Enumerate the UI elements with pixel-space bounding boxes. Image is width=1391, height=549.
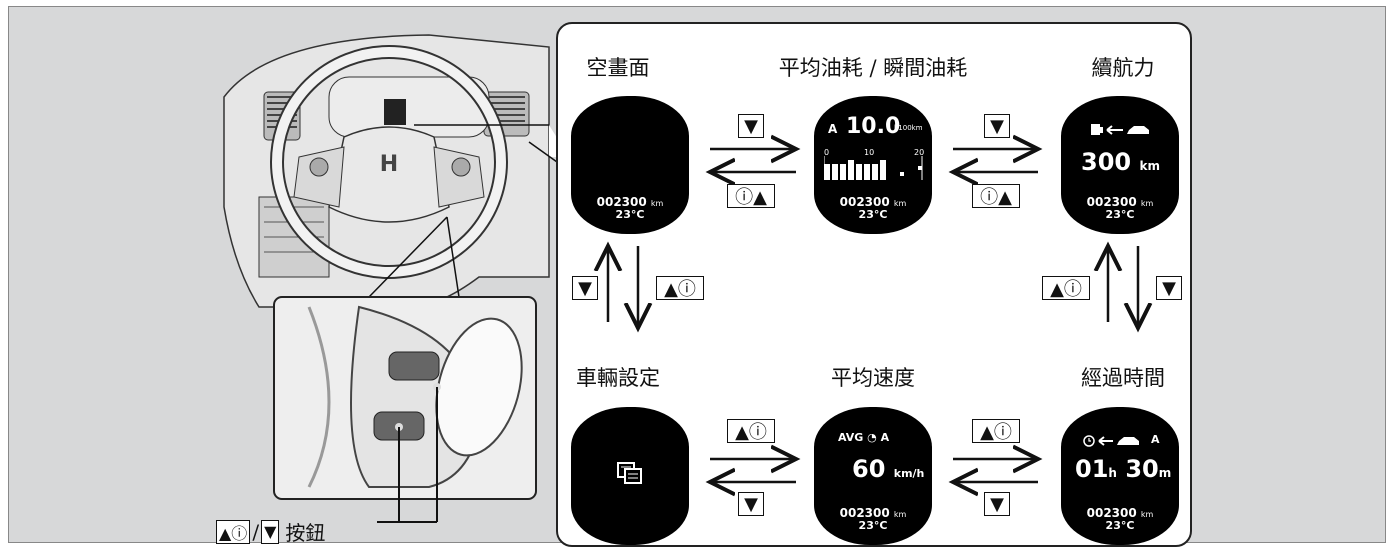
speedometer-icon: ◔ [867,431,877,444]
elapsed-mode: A [1151,433,1160,446]
button-down-top-right: ▼ [984,114,1010,138]
button-info-up-top-left: ⓘ▲ [727,184,775,208]
callout-text: 按鈕 [285,521,326,545]
button-down-left-column: ▼ [572,276,598,300]
fuel-mode: A [828,122,838,136]
steering-wheel-illustration: H [223,34,569,523]
range-value: 300 [1081,148,1132,176]
button-up-info-bottom-left: ▲ⓘ [727,419,775,443]
button-down-top-left: ▼ [738,114,764,138]
fuel-scale-10: 10 [864,148,875,157]
button-up-info-left-column: ▲ⓘ [656,276,704,300]
fuel-scale-0: 0 [824,148,830,157]
button-down-bottom-right: ▼ [984,492,1010,516]
diagram-frame: H ▲ⓘ / ▼ 按鈕 空畫面 平均油耗 / 瞬間油耗 續航力 車輛設定 平均 [8,6,1386,547]
clock-to-car-icon [1083,435,1139,447]
button-info-up-top-right: ⓘ▲ [972,184,1020,208]
title-speed: 平均速度 [831,366,915,390]
speed-header: AVG ◔ A [838,431,890,444]
settings-menu-icon [617,462,642,484]
display-flow-panel: 空畫面 平均油耗 / 瞬間油耗 續航力 車輛設定 平均速度 經過時間 00230… [556,22,1192,547]
button-callout-label: ▲ⓘ / ▼ 按鈕 [216,517,325,546]
flow-arrows [558,24,1194,549]
callout-down-button: ▼ [261,519,280,544]
title-vehicle: 車輛設定 [576,366,660,390]
title-fuel: 平均油耗 / 瞬間油耗 [778,56,968,80]
fuel-scale-20: 20 [914,148,925,157]
fuel-unit: l/100km [894,124,923,132]
button-down-right-column: ▼ [1156,276,1182,300]
callout-up-info-button: ▲ⓘ [216,519,251,544]
range-unit: km [1139,159,1160,173]
fuel-bar-graph [824,156,923,180]
title-blank: 空畫面 [586,56,650,80]
screen-vehicle [571,407,689,545]
range-value-wrap: 300 km [1081,148,1160,176]
speed-unit: km/h [893,467,925,480]
speed-value: 60 [852,455,886,483]
callout-slash: / [252,519,260,544]
speed-value-wrap: 60 km/h [852,455,924,483]
svg-text:H: H [380,152,398,177]
button-up-info-bottom-right: ▲ⓘ [972,419,1020,443]
elapsed-value-wrap: 01h 30m [1075,455,1172,483]
title-elapsed: 經過時間 [1081,366,1165,390]
fuel-to-car-icon [1091,124,1149,135]
fuel-value: 10.0 [846,114,901,139]
button-up-info-right-column: ▲ⓘ [1042,276,1090,300]
button-down-bottom-left: ▼ [738,492,764,516]
title-range: 續航力 [1091,56,1155,80]
